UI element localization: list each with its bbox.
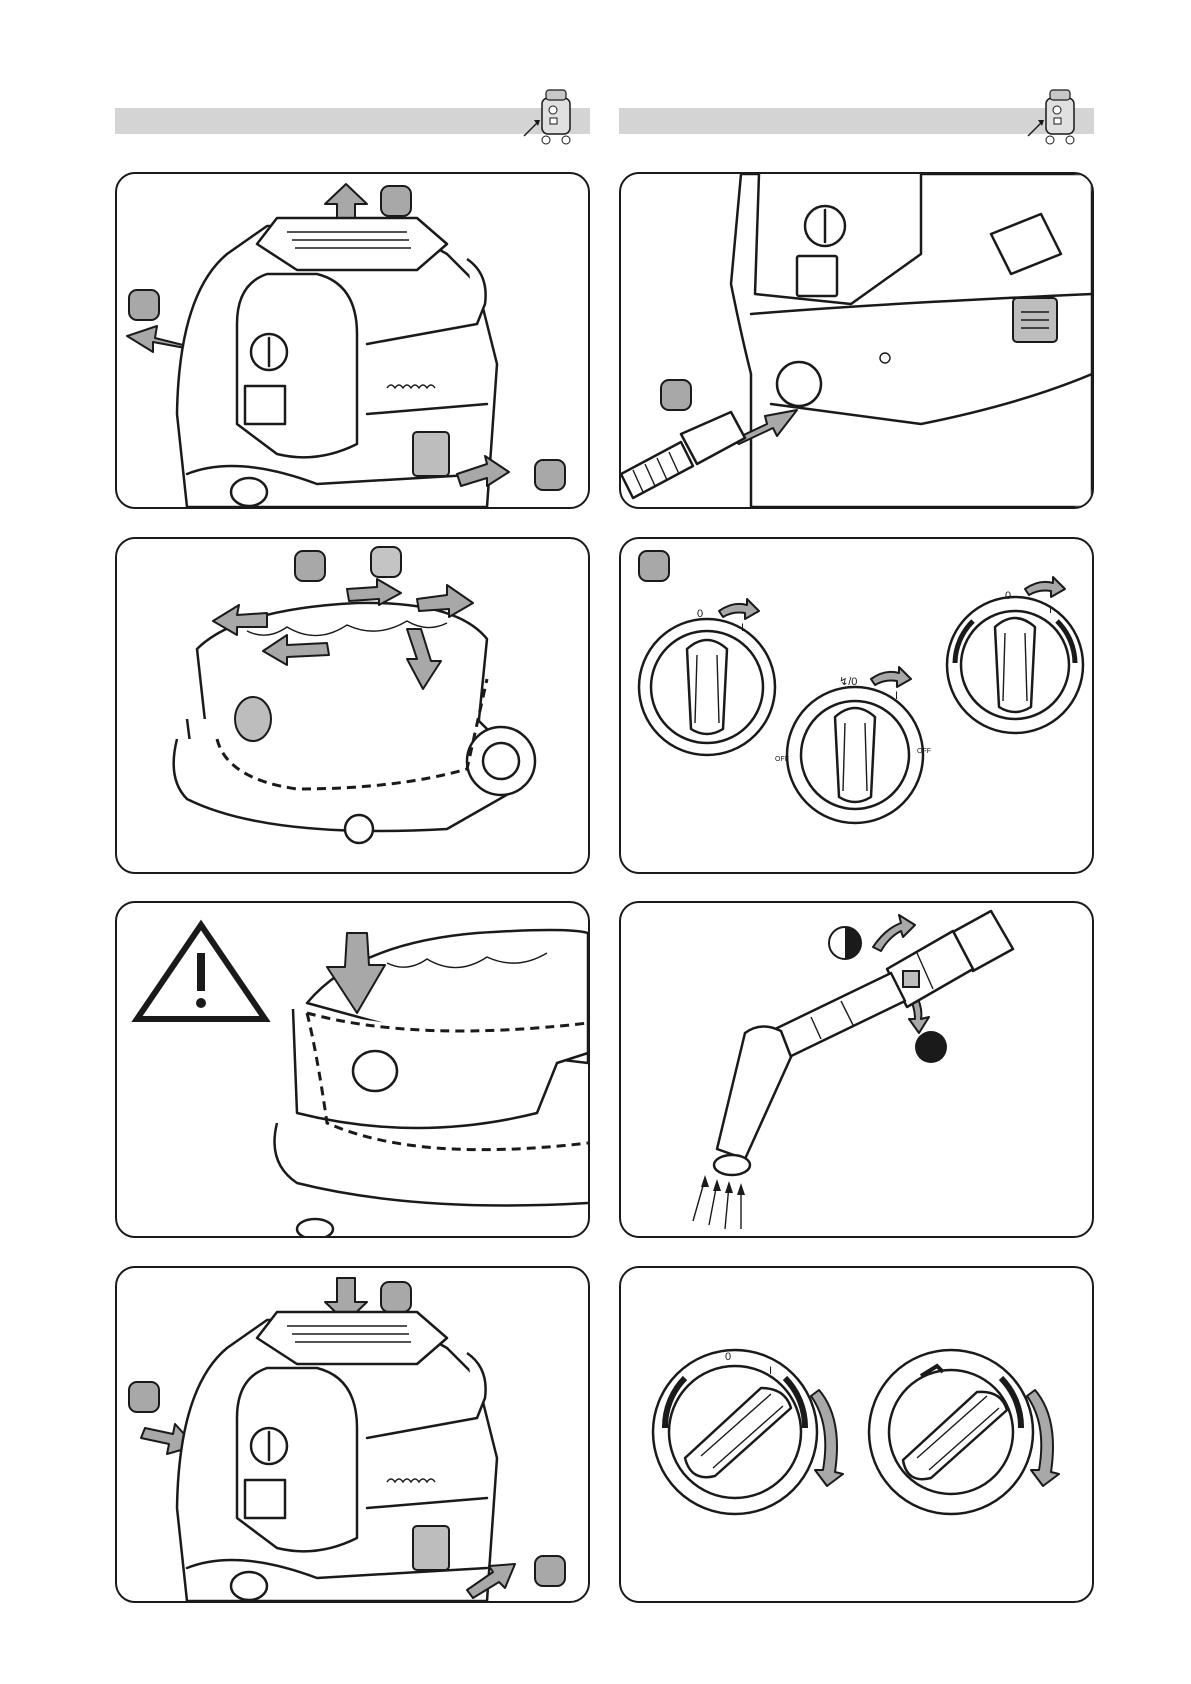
arrow-rotate-icon [719,599,759,619]
step-marker [639,551,669,581]
arrow-rotate-icon [871,667,911,687]
panel-suction-dials: 0 I [619,1266,1094,1603]
arrow-rotate-icon [873,915,915,951]
dial-mark-zero: 0 [725,1351,731,1363]
half-filled-circle-icon [829,927,861,959]
switch-dial[interactable]: 0 I [653,1350,843,1514]
panel-connect-hose [619,172,1094,509]
dial-mark-one: I [1049,604,1052,616]
panel-switch-dials: 0 I ↯/0 I OFF OFF 0 I [619,537,1094,874]
hose-icon [621,412,745,498]
panel-hose-handle [619,901,1094,1238]
arrow-right-icon [347,579,401,605]
switch-dial[interactable] [869,1350,1059,1514]
vacuum-head-illustration [177,218,509,507]
dial-mark-one: I [741,622,744,634]
header-bar-right [619,108,1094,134]
step-marker [381,1282,411,1312]
warning-triangle-icon [137,925,265,1019]
arrow-left-icon [127,326,187,352]
step-marker [295,551,325,581]
panel-reinstall-head [115,1266,590,1603]
switch-dial[interactable]: ↯/0 I OFF OFF [775,667,931,823]
step-marker [381,186,411,216]
panel-remove-head [115,172,590,509]
panel-warning-bag [115,901,590,1238]
step-marker [535,1556,565,1586]
vacuum-thumbnail-icon [520,84,576,152]
hose-handle-illustration [714,911,1013,1175]
dial-mark-zero: 0 [1005,590,1011,602]
arrow-rotate-icon [1025,577,1065,597]
off-label: OFF [775,756,789,763]
filled-circle-icon [915,1031,947,1063]
step-marker [661,380,691,410]
header-bar-left [115,108,590,134]
vacuum-body-illustration [731,174,1092,507]
dial-mark-zero: 0 [697,608,703,620]
off-label: OFF [917,748,931,755]
panel-filter-bag [115,537,590,874]
container-illustration [275,930,589,1236]
dial-mark-one: I [769,1365,772,1377]
vacuum-thumbnail-icon [1024,84,1080,152]
step-marker [129,1382,159,1412]
container-illustration [174,603,535,843]
airflow-arrows-icon [693,1175,745,1229]
step-marker [535,460,565,490]
step-marker [371,547,401,577]
switch-dial[interactable]: 0 I [947,577,1083,733]
step-marker [129,290,159,320]
vacuum-head-illustration [177,1312,515,1601]
switch-dial[interactable]: 0 I [639,599,775,755]
dial-mark-plug-zero: ↯/0 [839,676,857,688]
dial-mark-one: I [895,690,898,702]
